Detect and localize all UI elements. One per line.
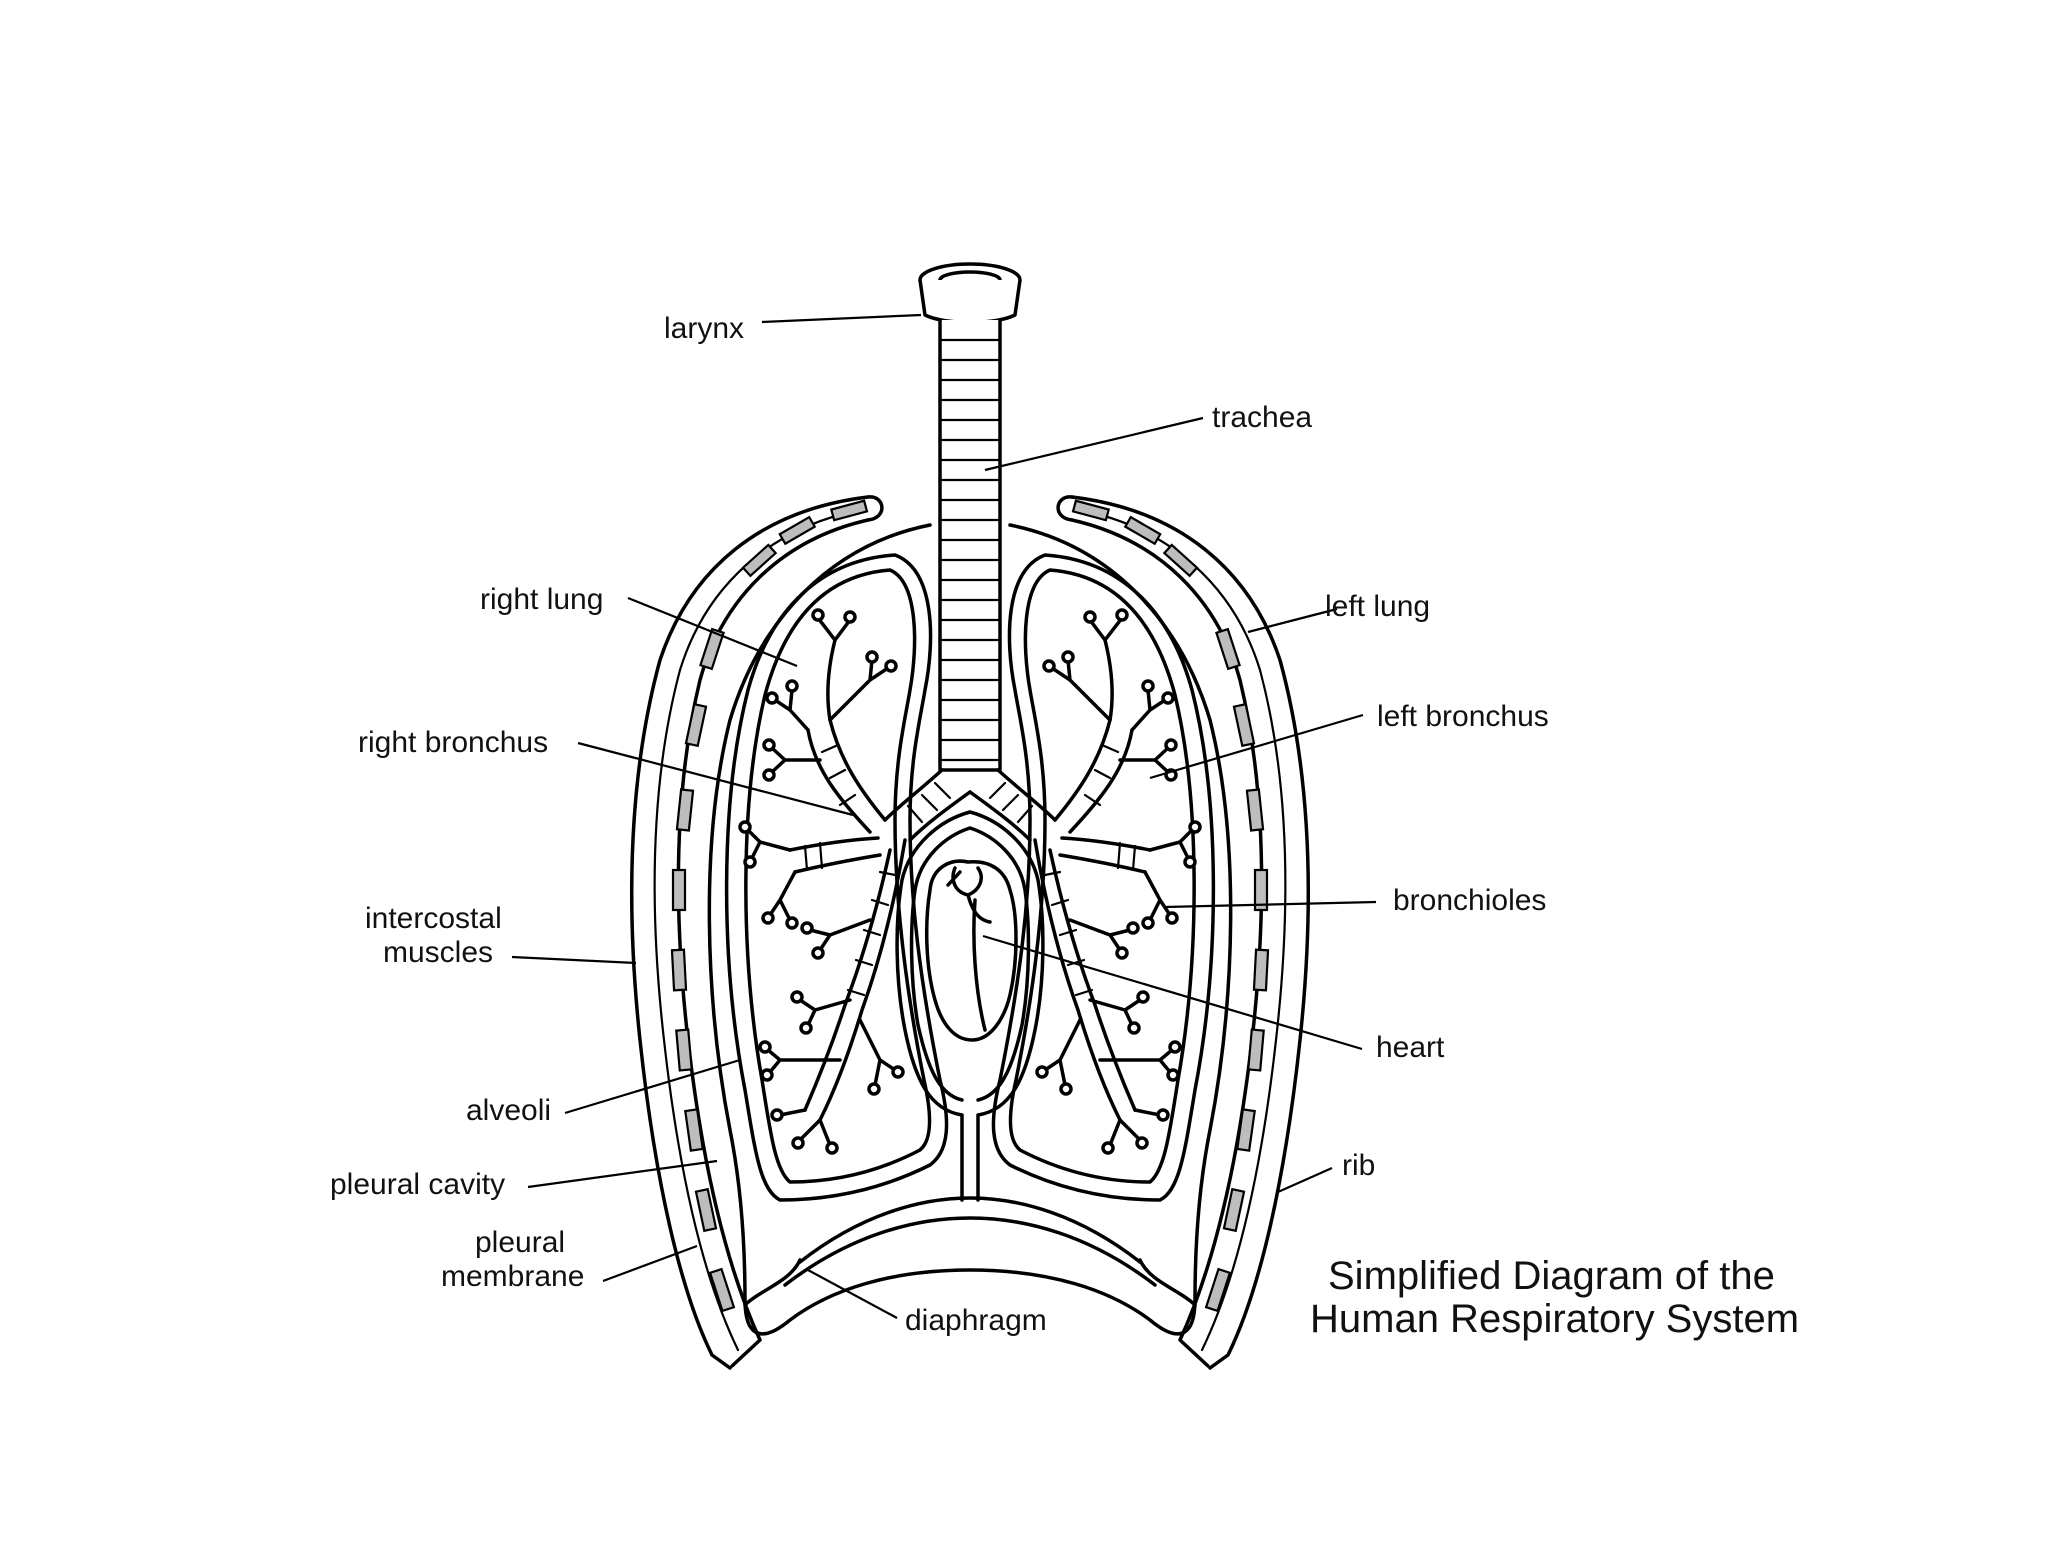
label-larynx: larynx bbox=[664, 312, 744, 345]
diaphragm-shape bbox=[785, 1198, 1155, 1285]
label-right-bronchus: right bronchus bbox=[358, 726, 548, 759]
title-line-1: Simplified Diagram of the bbox=[1328, 1254, 1775, 1298]
larynx-shape bbox=[920, 264, 1020, 323]
label-right-lung: right lung bbox=[480, 583, 603, 616]
label-rib: rib bbox=[1342, 1149, 1375, 1182]
label-intercostal-muscles-2: muscles bbox=[383, 936, 493, 969]
label-pleural-membrane-1: pleural bbox=[475, 1226, 565, 1259]
label-intercostal-muscles-1: intercostal bbox=[365, 902, 502, 935]
label-left-lung: left lung bbox=[1325, 590, 1430, 623]
trachea-shape bbox=[940, 320, 1000, 770]
label-bronchioles: bronchioles bbox=[1393, 884, 1546, 917]
label-heart: heart bbox=[1376, 1031, 1445, 1064]
label-pleural-membrane-2: membrane bbox=[441, 1260, 584, 1293]
label-pleural-cavity: pleural cavity bbox=[330, 1168, 505, 1201]
diagram-title: Simplified Diagram of the Human Respirat… bbox=[1310, 1254, 1799, 1341]
label-alveoli: alveoli bbox=[466, 1094, 551, 1127]
label-diaphragm: diaphragm bbox=[905, 1304, 1047, 1337]
label-trachea: trachea bbox=[1212, 401, 1312, 434]
title-line-2: Human Respiratory System bbox=[1310, 1297, 1799, 1341]
label-left-bronchus: left bronchus bbox=[1377, 700, 1549, 733]
heart-shape bbox=[927, 861, 1016, 1040]
